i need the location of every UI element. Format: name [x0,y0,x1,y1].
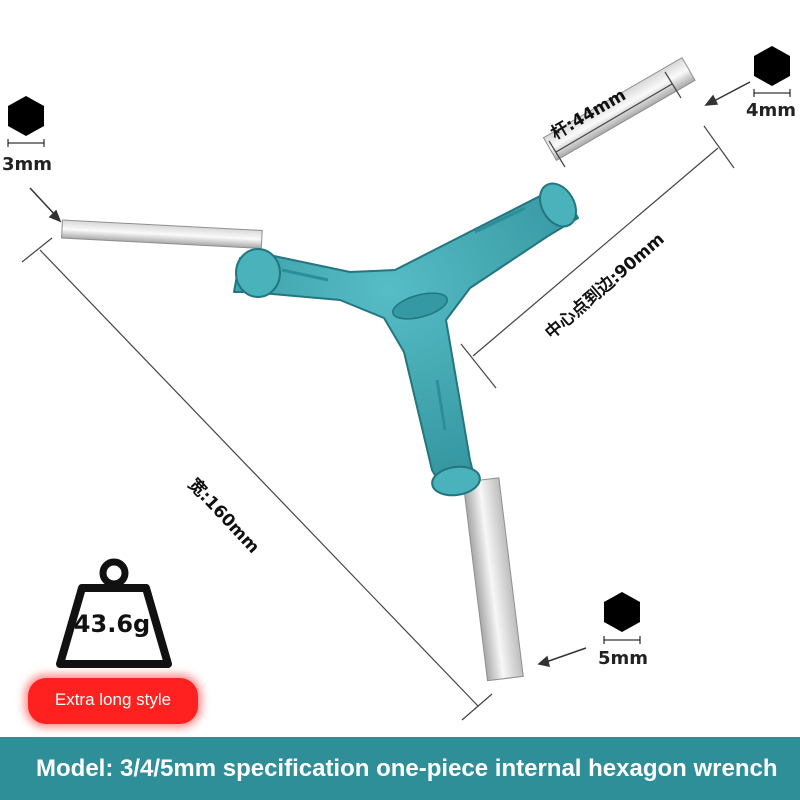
footer-caption: Model: 3/4/5mm specification one-piece i… [36,755,778,782]
hexagon-4mm-icon [753,46,791,97]
hexagon-5mm-icon [603,592,641,644]
arrow-3mm-icon [29,187,62,223]
arrow-4mm-icon [704,81,751,106]
hexagon-3mm-icon [7,96,45,147]
extra-long-badge: Extra long style [28,678,198,724]
dimension-lines [21,71,735,721]
extra-long-badge-label: Extra long style [54,690,172,709]
size-4mm-label: 4mm [746,100,797,121]
footer-banner: Model: 3/4/5mm specification one-piece i… [0,737,800,800]
y-handle [233,182,579,497]
rod-5mm [462,477,524,682]
rod-3mm [61,219,263,249]
size-5mm-label: 5mm [598,648,649,669]
weight-value: 43.6g [73,610,151,638]
size-3mm-label: 3mm [2,154,53,175]
weight-icon [56,558,172,668]
rod-4mm [542,57,696,199]
arrow-5mm-icon [537,647,587,667]
